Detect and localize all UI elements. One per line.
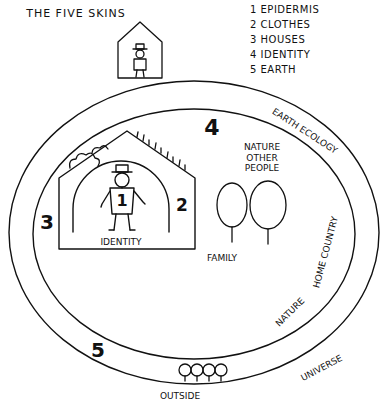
leg (143, 70, 144, 77)
foot (109, 229, 114, 230)
earth-oval: EARTH ECOLOGY 5 4NATURE OTHER PEOPLE FAMILY… (8, 80, 380, 385)
region-label: IDENTITY (100, 237, 141, 247)
identity-oval-svg (32, 108, 356, 360)
tree-circle (203, 364, 215, 376)
tree-circle (179, 364, 191, 376)
region-label: NATURE (274, 296, 307, 329)
tree-circle (191, 364, 203, 376)
leg (128, 214, 130, 230)
tree-trunk (231, 227, 232, 242)
grass-strokes (137, 132, 185, 170)
region-label: EARTH ECOLOGY (271, 106, 340, 156)
clothes-outline: 21 (72, 160, 170, 232)
house-outline (118, 22, 162, 78)
body-figure (101, 165, 145, 230)
house-outline (59, 131, 195, 249)
tree-trunk (267, 229, 268, 244)
tree-canopy (217, 183, 247, 227)
key-entry: 2 CLOTHES (250, 19, 310, 31)
leg (114, 214, 116, 230)
title-text: THE FIVE SKINS (26, 8, 126, 21)
key-entry: 1 EPIDERMIS (250, 4, 319, 16)
arm (101, 191, 110, 207)
callout-number: 5 (91, 339, 105, 362)
tree-canopy (250, 181, 286, 229)
region-label: FAMILY (207, 253, 237, 263)
roof-grass (137, 132, 185, 170)
head (136, 50, 144, 58)
clothes-outline (73, 161, 169, 232)
key-entry: 4 IDENTITY (250, 49, 310, 61)
tree-circle (215, 364, 227, 376)
callout-number: 2 (176, 196, 188, 216)
callout-number: 4 (204, 115, 219, 140)
callout-number: 1 (116, 192, 127, 210)
region-label: HOME COUNTRY (311, 215, 340, 289)
region-label: OUTSIDE (160, 391, 200, 401)
leg (136, 70, 137, 77)
identity-oval (33, 109, 355, 359)
torso (110, 188, 134, 214)
key-entry: 3 HOUSES (250, 34, 305, 46)
small-house (118, 22, 162, 78)
house-outline (59, 131, 195, 249)
identity-oval: 4NATURE OTHER PEOPLE FAMILY HOME COUNTRYNA… (32, 108, 356, 360)
body (134, 59, 146, 70)
region-label: UNIVERSE (299, 353, 344, 383)
foot (130, 229, 135, 230)
hat (116, 165, 128, 172)
region-label: NATURE OTHER PEOPLE (235, 142, 289, 173)
head (115, 173, 129, 187)
earth-oval (9, 81, 379, 384)
earth-oval-svg (8, 80, 380, 385)
house-outline-svg (58, 130, 196, 250)
tree-stems (185, 376, 221, 381)
house-outline: 3IDENTITY21 (58, 130, 196, 250)
key-entry: 5 EARTH (250, 64, 296, 76)
arm (134, 191, 145, 204)
callout-number: 3 (40, 211, 54, 234)
body-figure: 1 (100, 164, 146, 232)
clothes-outline (73, 161, 169, 232)
identity-oval (33, 109, 355, 359)
small-trees (179, 364, 227, 381)
trees (217, 181, 286, 244)
hat (136, 44, 144, 49)
earth-oval (9, 81, 379, 384)
